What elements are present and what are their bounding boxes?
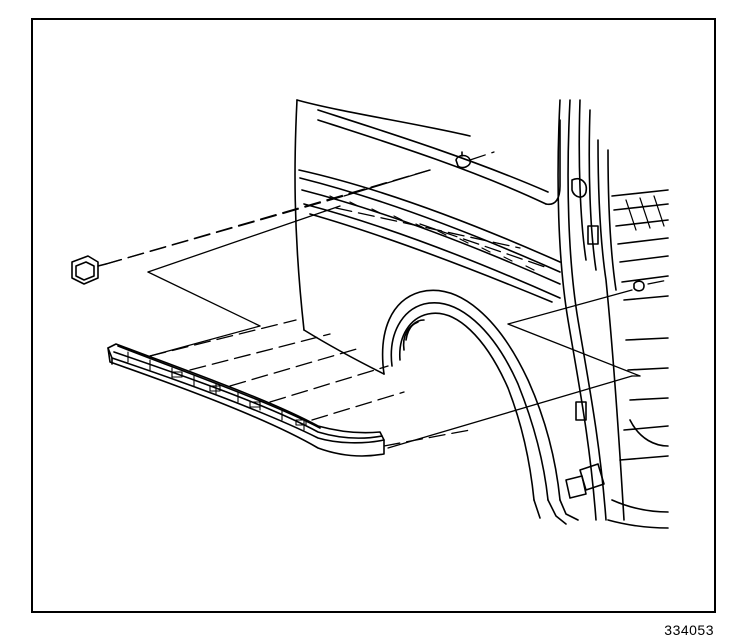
quarter-panel [294,99,561,375]
pillar-fastener [633,280,645,292]
wheel-arch-flare [381,289,579,525]
figure-number: 334053 [664,622,714,638]
illustration-border [31,18,716,613]
lower-rocker-molding [107,343,385,457]
rear-pillar [557,99,625,521]
cargo-interior [607,189,669,529]
callout-lines [147,169,641,449]
retainer-clip [71,255,107,285]
